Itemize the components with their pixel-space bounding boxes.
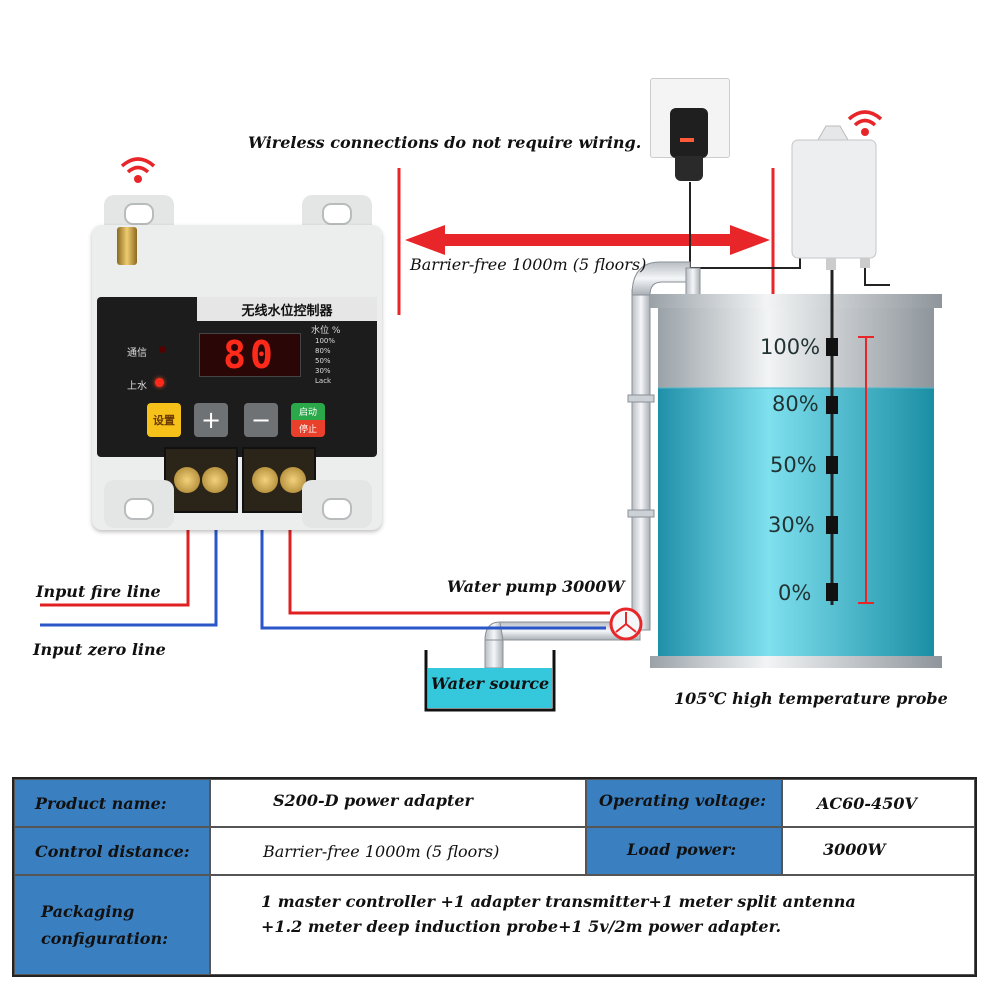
input-zero-line-label: Input zero line <box>33 640 166 659</box>
level-item: 30% <box>315 367 331 375</box>
transmitter-box <box>791 125 877 270</box>
level-item: 100% <box>315 337 336 345</box>
antenna-connector <box>117 227 137 265</box>
mount-ear-bottom-left <box>104 480 174 528</box>
spec-value-operating-voltage: AC60-450V <box>782 779 975 827</box>
tank-level-label: 50% <box>770 453 817 477</box>
spec-label-product-name: Product name: <box>14 779 210 827</box>
controller-body: 无线水位控制器 通信 上水 80 水位 % 100% 80% 50% 30% L… <box>92 225 382 530</box>
plus-button[interactable]: + <box>194 403 228 437</box>
distance-label: Barrier-free 1000m (5 floors) <box>410 255 647 274</box>
water-pump-label: Water pump 3000W <box>447 577 625 596</box>
probe-label: 105℃ high temperature probe <box>674 689 948 708</box>
comm-label: 通信 <box>127 348 147 359</box>
water-tank <box>650 294 942 668</box>
tank-level-label: 80% <box>772 392 819 416</box>
controller-title: 无线水位控制器 <box>197 297 377 321</box>
spec-table: Product name: S200-D power adapter Opera… <box>12 777 977 977</box>
spec-label-load-power: Load power: <box>586 827 782 875</box>
adapter-cable <box>689 182 801 269</box>
power-adapter <box>650 78 730 183</box>
wifi-icon <box>120 157 156 183</box>
comm-led <box>159 346 166 353</box>
fill-led <box>155 378 164 387</box>
mount-ear-bottom-right <box>302 480 372 528</box>
spec-value-control-distance: Barrier-free 1000m (5 floors) <box>210 827 586 875</box>
spec-value-packaging: 1 master controller +1 adapter transmitt… <box>210 875 975 975</box>
terminal-block-left <box>164 447 238 513</box>
wifi-icon <box>847 110 883 136</box>
input-fire-line-label: Input fire line <box>36 582 161 601</box>
tank-level-label: 100% <box>760 335 821 359</box>
level-title: 水位 % <box>311 326 341 336</box>
set-button[interactable]: 设置 <box>147 403 181 437</box>
stop-label: 停止 <box>291 420 325 437</box>
water-pump <box>609 607 643 641</box>
level-item: 80% <box>315 347 331 355</box>
spec-label-control-distance: Control distance: <box>14 827 210 875</box>
tank-level-label: 0% <box>778 581 812 605</box>
master-controller: 无线水位控制器 通信 上水 80 水位 % 100% 80% 50% 30% L… <box>92 195 382 530</box>
level-item: 50% <box>315 357 331 365</box>
spec-label-operating-voltage: Operating voltage: <box>586 779 782 827</box>
spec-value-load-power: 3000W <box>782 827 975 875</box>
control-panel: 无线水位控制器 通信 上水 80 水位 % 100% 80% 50% 30% L… <box>97 297 377 457</box>
tank-level-label: 30% <box>768 513 815 537</box>
water-source-basin <box>424 650 556 712</box>
spec-label-packaging: Packaging configuration: <box>14 875 210 975</box>
water-source-label: Water source <box>431 674 550 693</box>
level-display: 80 <box>199 333 301 377</box>
start-stop-button[interactable]: 启动 停止 <box>291 403 325 437</box>
distance-arrow <box>405 225 770 255</box>
power-wires <box>40 505 610 630</box>
wireless-note: Wireless connections do not require wiri… <box>248 133 642 152</box>
minus-button[interactable]: − <box>244 403 278 437</box>
spec-value-product-name: S200-D power adapter <box>210 779 586 827</box>
level-item: Lack <box>315 377 332 385</box>
fill-label: 上水 <box>127 381 147 392</box>
start-label: 启动 <box>291 403 325 420</box>
level-probe <box>826 265 874 605</box>
